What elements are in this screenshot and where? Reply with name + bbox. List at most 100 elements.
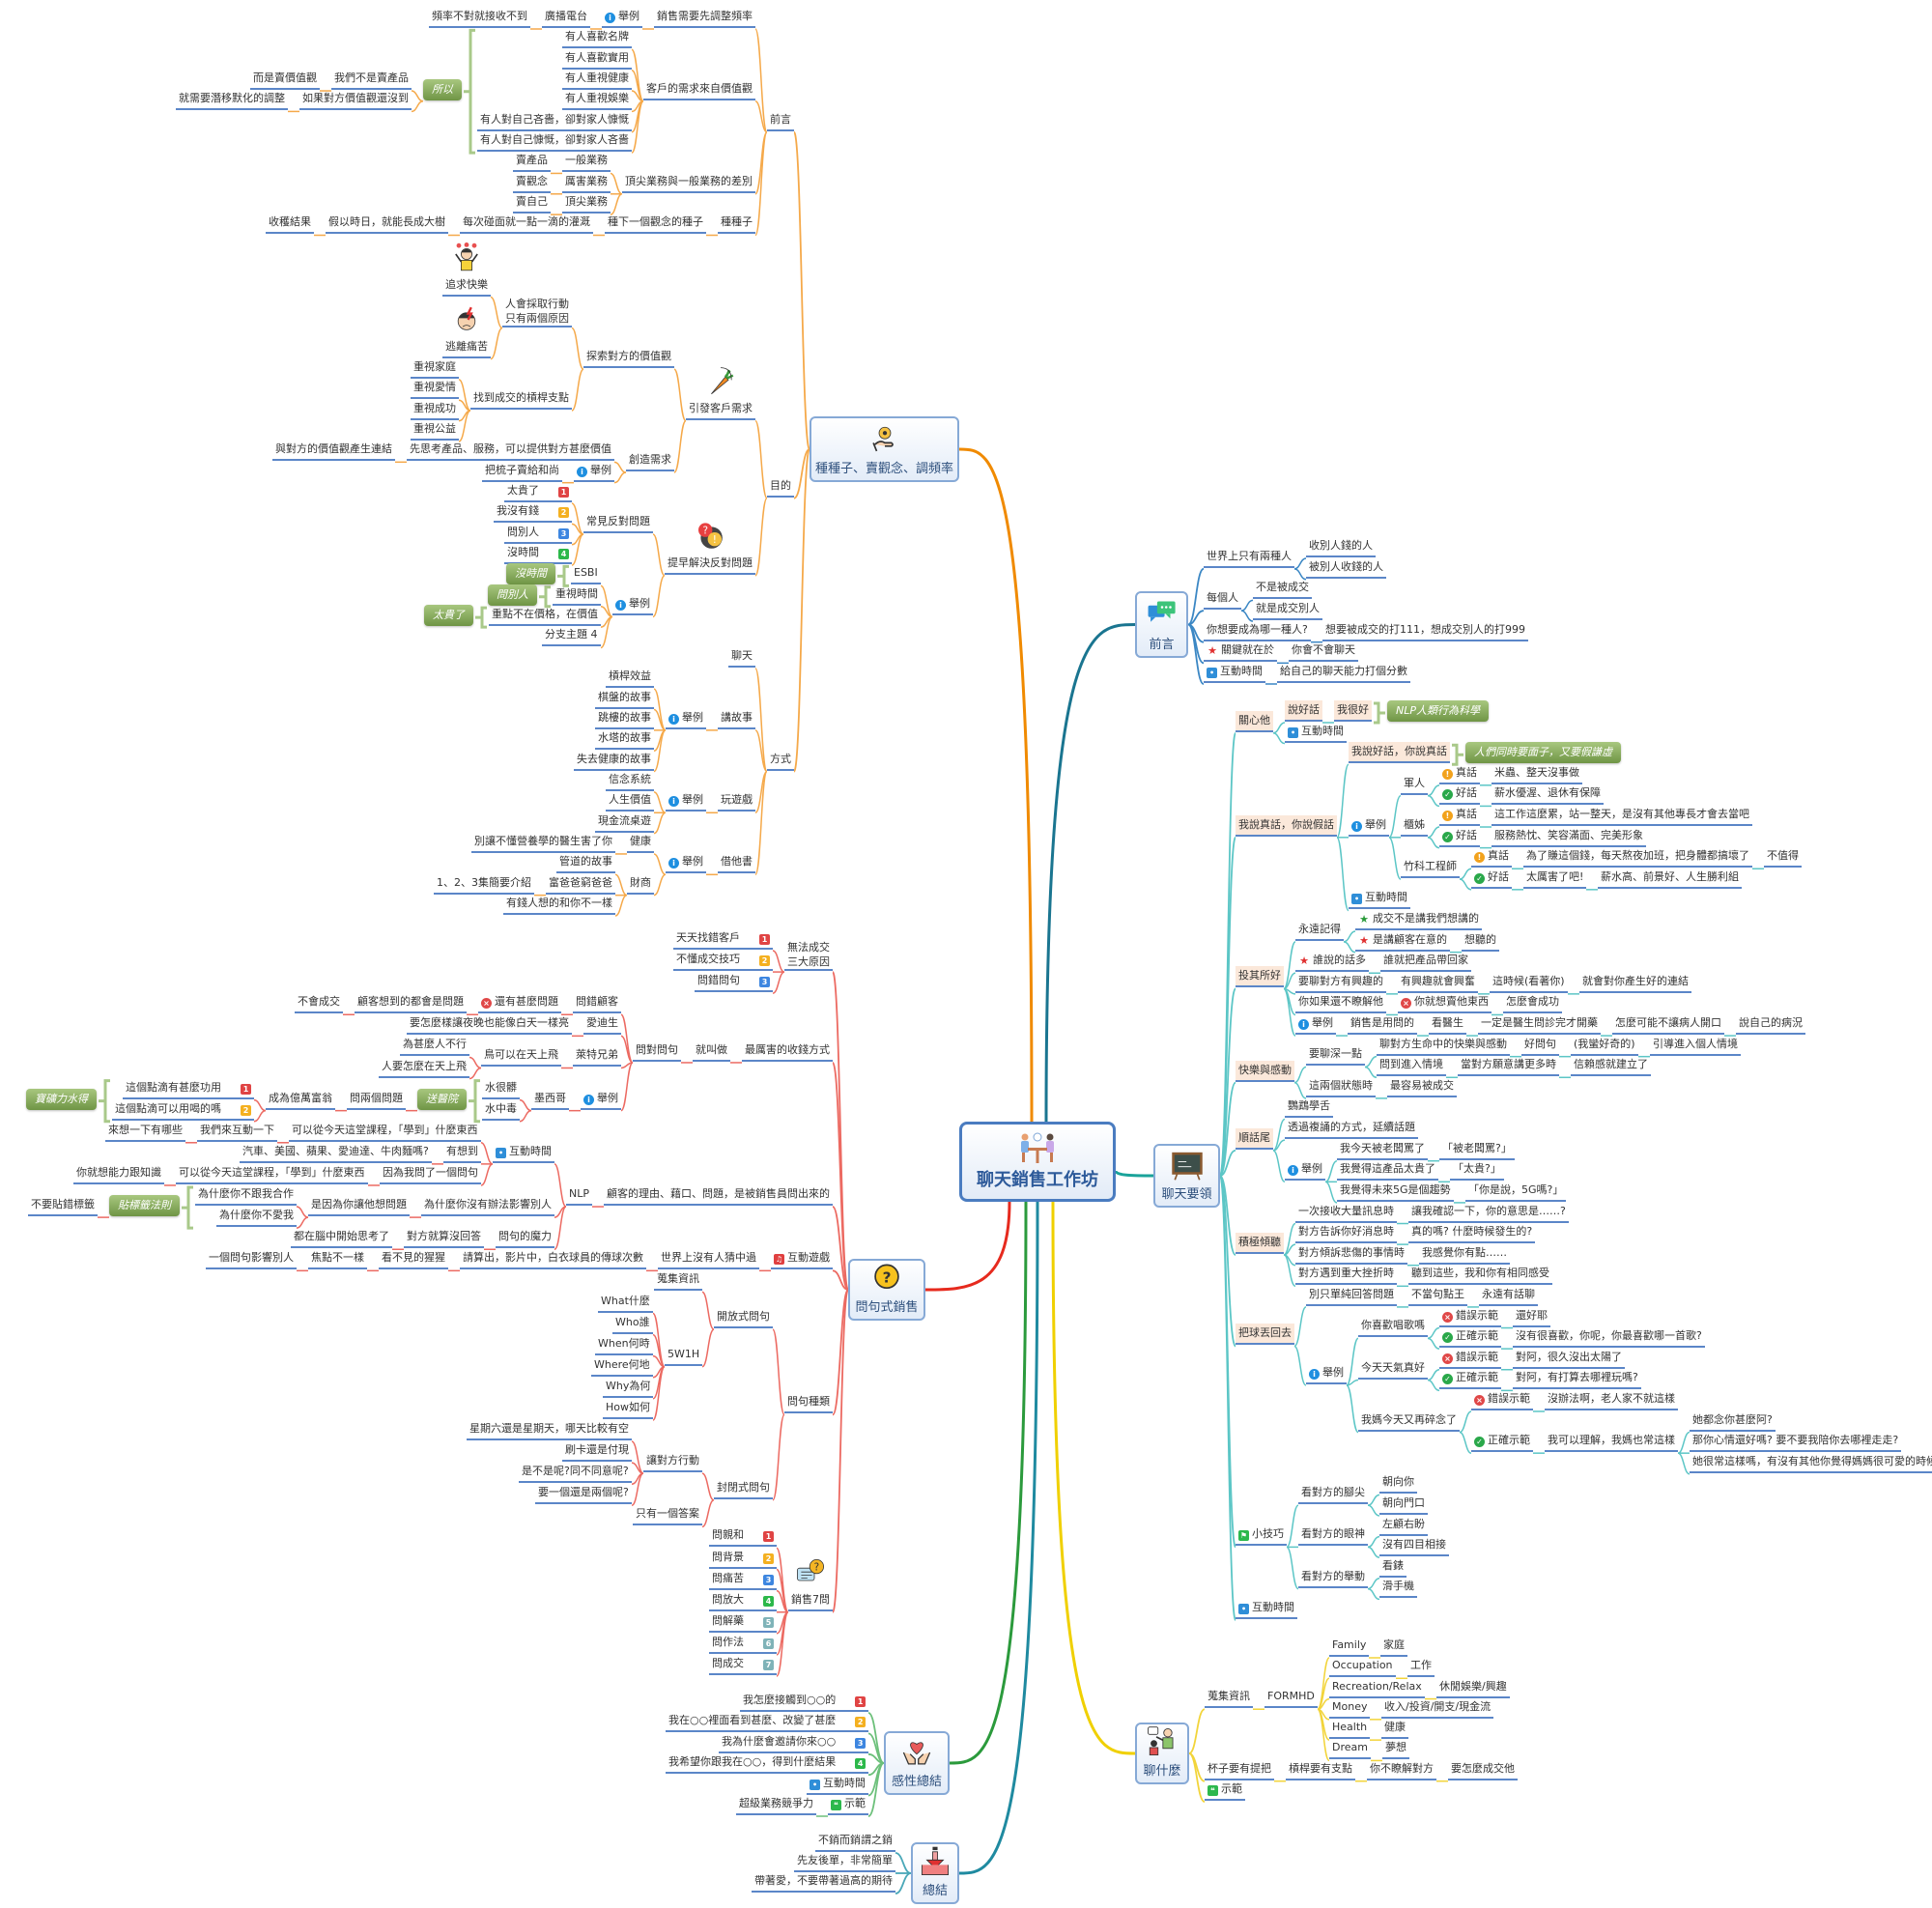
topic-node[interactable]: 賣產品	[513, 151, 551, 173]
topic-node[interactable]: 對方遇到重大挫折時	[1295, 1264, 1397, 1286]
topic-node[interactable]: 朝向你	[1379, 1472, 1417, 1495]
topic-node[interactable]: 軍人	[1401, 774, 1428, 795]
topic-node[interactable]: 家庭	[1380, 1636, 1407, 1657]
topic-node[interactable]: 現金流桌遊	[595, 812, 654, 833]
topic-node[interactable]: 銷售是用問的	[1348, 1013, 1417, 1036]
topic-node[interactable]: 鳥可以在天上飛	[481, 1045, 561, 1068]
topic-node[interactable]: 投其所好	[1236, 966, 1284, 988]
topic-node[interactable]: ✓好話	[1439, 783, 1480, 806]
topic-node[interactable]: 看不見的猩猩	[379, 1248, 448, 1270]
topic-node[interactable]: 快樂與感動	[1236, 1060, 1294, 1082]
topic-node[interactable]: (我蠻好奇的)	[1571, 1035, 1638, 1056]
topic-node[interactable]: 看對方的舉動	[1298, 1567, 1368, 1588]
topic-node[interactable]: 成為億萬富翁	[266, 1089, 335, 1110]
topic-node[interactable]: Recreation/Relax	[1329, 1677, 1425, 1698]
main-topic-0[interactable]: 種種子、賣觀念、調頻率	[810, 416, 959, 482]
topic-node[interactable]: 問句種類	[784, 1392, 833, 1414]
topic-node[interactable]: 探索對方的價值觀	[583, 347, 674, 369]
topic-node[interactable]: 賣觀念	[513, 172, 551, 193]
topic-node[interactable]: 說自己的病況	[1736, 1013, 1805, 1036]
topic-node[interactable]: 對方告訴你好消息時	[1295, 1222, 1397, 1244]
topic-node[interactable]: 講故事	[718, 708, 755, 729]
topic-node[interactable]: ✓正確示範	[1439, 1368, 1501, 1390]
topic-node[interactable]: 是不是呢?同不同意呢?	[519, 1462, 632, 1484]
topic-node[interactable]: 櫃姊	[1401, 815, 1428, 837]
topic-node[interactable]: 永遠記得	[1295, 920, 1344, 941]
topic-node[interactable]: 我很好	[1334, 700, 1372, 722]
topic-node[interactable]: 財商	[627, 873, 654, 895]
topic-node[interactable]: 你想要成為哪一種人?	[1204, 620, 1311, 641]
topic-node[interactable]: 要一個還是兩個呢?	[535, 1483, 632, 1505]
topic-node[interactable]: 請算出，影片中，白衣球員的傳球次數	[460, 1248, 646, 1270]
topic-node[interactable]: !真話	[1439, 805, 1480, 827]
topic-node[interactable]: 要聊深一點	[1306, 1044, 1365, 1067]
topic-node[interactable]: ♫互動遊戲	[771, 1248, 833, 1270]
topic-node[interactable]: 就需要潛移默化的調整	[176, 89, 288, 111]
topic-node[interactable]: 朝向門口	[1379, 1494, 1428, 1515]
topic-node[interactable]: Dream	[1329, 1738, 1371, 1760]
topic-node[interactable]: 服務熱忱、笑容滿面、完美形象	[1492, 826, 1646, 847]
summary-label[interactable]: 貼標籤法則	[109, 1195, 180, 1217]
topic-node[interactable]: 因為我問了一個問句	[380, 1163, 481, 1184]
topic-node[interactable]: FORMHD	[1264, 1687, 1318, 1709]
topic-node[interactable]: Health	[1329, 1718, 1371, 1740]
topic-node[interactable]: 厲害業務	[562, 172, 611, 193]
topic-node[interactable]: 這工作這麼累，站一整天，是沒有其他專長才會去當吧	[1492, 805, 1752, 827]
topic-node[interactable]: 方式	[767, 750, 794, 771]
topic-node[interactable]: •互動時間	[1349, 888, 1410, 910]
topic-node[interactable]: 竹科工程師	[1401, 857, 1460, 879]
topic-node[interactable]: ×你就想賣他東西	[1398, 992, 1492, 1014]
topic-node[interactable]: 世界上只有兩種人	[1204, 547, 1294, 568]
topic-node[interactable]: 看對方的眼神	[1298, 1524, 1368, 1547]
topic-node[interactable]: 我們不是賣產品	[331, 69, 412, 91]
topic-node[interactable]: 跳樓的故事	[595, 708, 654, 729]
topic-node[interactable]: 借他書	[718, 852, 755, 874]
topic-node[interactable]: 汽車、美國、蘋果、愛迪達、牛肉麵嗎?	[240, 1142, 432, 1163]
topic-node[interactable]: 一個問句影響別人	[206, 1248, 297, 1270]
topic-node[interactable]: 收入/投資/開支/現金流	[1381, 1697, 1494, 1719]
topic-node[interactable]: 為了賺這個錢，每天熬夜加班，把身體都搞壞了	[1523, 846, 1752, 869]
topic-node[interactable]: 銷售需要先調整頻率	[654, 7, 755, 28]
topic-node[interactable]: 水塔的故事	[595, 728, 654, 751]
topic-node[interactable]: 聊天	[728, 646, 755, 668]
topic-node[interactable]: 你就想能力跟知識	[73, 1163, 164, 1184]
topic-node[interactable]: 太厲害了吧!	[1523, 868, 1587, 889]
topic-node[interactable]: 先思考產品、服務，可以提供對方甚麼價值	[407, 440, 614, 462]
main-topic-3[interactable]: 總結	[911, 1842, 959, 1904]
topic-node[interactable]: 問到進入情境	[1377, 1055, 1446, 1077]
topic-node[interactable]: 就叫做	[693, 1040, 730, 1062]
topic-node[interactable]: 如果對方價值觀還沒到	[299, 89, 412, 111]
topic-node[interactable]: 收穫結果	[266, 213, 314, 235]
topic-node[interactable]: 問對問句	[633, 1040, 681, 1062]
topic-node[interactable]: 人會採取行動 只有兩個原因	[502, 297, 572, 327]
topic-node[interactable]: •互動時間	[807, 1774, 868, 1795]
topic-node[interactable]: 想要被成交的打111，想成交別人的打999	[1322, 620, 1528, 641]
topic-node[interactable]: 是因為你讓他想問題	[308, 1195, 410, 1217]
topic-node[interactable]: Family	[1329, 1636, 1370, 1657]
topic-node[interactable]: •互動時間	[1204, 662, 1265, 683]
topic-node[interactable]: 引導進入個人情境	[1650, 1035, 1741, 1056]
topic-node[interactable]: 沒有很喜歡，你呢，你最喜歡哪一首歌?	[1513, 1326, 1705, 1349]
main-topic-1[interactable]: ?問句式銷售	[848, 1259, 925, 1321]
topic-node[interactable]: Where何地	[591, 1355, 653, 1377]
topic-node[interactable]: ×錯誤示範	[1471, 1389, 1533, 1410]
topic-node[interactable]: 不要貼錯標籤	[28, 1195, 98, 1217]
topic-node[interactable]: 把球丟回去	[1236, 1324, 1294, 1346]
topic-node[interactable]: 水中毒	[482, 1099, 520, 1121]
topic-node[interactable]: 我感覺你有點……	[1419, 1243, 1510, 1265]
topic-node[interactable]: 對方傾訴悲傷的事情時	[1295, 1243, 1407, 1265]
topic-node[interactable]: 可以從今天這堂課程，「學到」什麼東西	[176, 1163, 368, 1184]
summary-label[interactable]: 沒時間	[506, 563, 555, 585]
topic-node[interactable]: 不當句點王	[1408, 1285, 1467, 1306]
topic-node[interactable]: 1、2、3集簡要介紹	[434, 873, 534, 895]
topic-node[interactable]: 為什麼你不愛我	[216, 1206, 297, 1228]
